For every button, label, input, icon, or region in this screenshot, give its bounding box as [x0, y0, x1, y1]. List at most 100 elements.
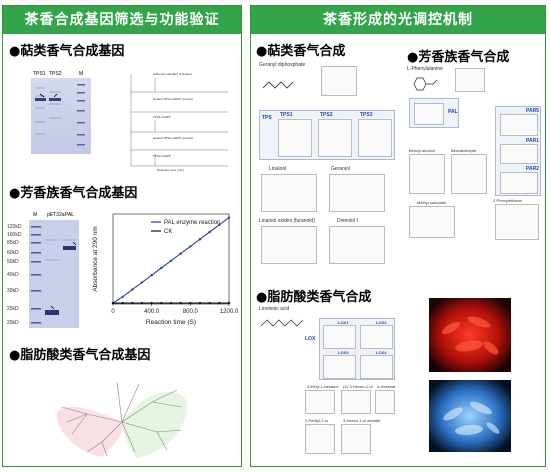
product-label: Linalool: [269, 166, 287, 172]
marker-label: 120kD: [7, 224, 22, 230]
substrate-label: Geranyl diphosphate: [259, 62, 306, 68]
series-point: [208, 230, 211, 234]
red-light-leaves-image: [429, 298, 511, 372]
bar-chart-thumb: [341, 424, 371, 454]
gene-label: TPS2: [320, 112, 333, 118]
product-label: 3-Hexenal: [377, 384, 396, 389]
gel-lane-label: M: [33, 212, 38, 218]
marker-label: 50kD: [7, 259, 19, 265]
gene-label: PAR2: [526, 166, 539, 172]
gc-chromatograms: Authentic standard of linalool Heated TP…: [113, 70, 233, 174]
series-point: [131, 301, 134, 305]
x-tick-label: 800.0: [183, 309, 199, 315]
blue-light-photo: [429, 380, 511, 452]
fatty-acid-pathway: Linolenic acid LOX LOX1 LOX2 LOX3 LOX4 3…: [257, 304, 397, 462]
chrom-x-label: Retention time (min): [157, 168, 185, 172]
bar-chart-thumb: [323, 355, 356, 379]
gene-expression-pane: PAL: [409, 98, 459, 128]
chrom-label: TPS1+GDPP: [153, 115, 171, 119]
series-point: [111, 301, 115, 305]
product-label: Dienolol I: [337, 218, 358, 224]
molecule-structure-icon: [413, 77, 438, 91]
legend-label: CK: [164, 229, 172, 235]
section-fatty-acid-genes-title: ●脂肪酸类香气合成基因: [9, 348, 151, 363]
bar-chart-thumb: [375, 390, 395, 414]
gene-label: LOX2: [376, 320, 387, 325]
gel-lane-label: TPS2: [49, 71, 62, 77]
chrom-label: TPS2+GDPP: [153, 154, 171, 158]
bar-chart-thumb: [305, 390, 335, 414]
series-point: [140, 281, 144, 284]
gc-chromatogram-traces: [130, 74, 228, 167]
chrom-label: Authentic standard of linalool: [153, 72, 192, 76]
series-point: [227, 216, 231, 219]
bar-chart-thumb: [409, 154, 445, 194]
marker-label: 100kD: [7, 232, 22, 238]
series-point: [218, 301, 221, 305]
bar-chart-thumb: [414, 103, 444, 125]
series-point: [189, 301, 192, 305]
product-label: Benzaldehyde: [451, 148, 477, 153]
gene-label: PAL: [448, 109, 458, 115]
gene-expression-pane: LOX1 LOX2 LOX3 LOX4: [319, 318, 395, 380]
product-label: Methyl salicylate: [417, 200, 447, 205]
gel-lane-label: M: [79, 71, 84, 77]
bar-chart-thumb: [323, 325, 356, 349]
bar-chart-thumb: [341, 390, 371, 414]
series-point: [150, 274, 153, 277]
gene-label: LOX1: [338, 320, 349, 325]
series-point: [179, 301, 182, 305]
gene-label: LOX: [305, 336, 316, 342]
series-point: [131, 288, 134, 291]
series-point: [121, 295, 124, 298]
section-terpene-synthesis-title: ●萜类香气合成: [256, 44, 346, 59]
series-point: [140, 301, 144, 305]
product-label: Linalool oxides (furanoid): [259, 218, 315, 224]
bar-chart-thumb: [278, 119, 312, 157]
series-point: [227, 301, 231, 305]
chrom-label: Heated TPS1+GDPP (control): [153, 97, 193, 101]
bar-chart-thumb: [321, 66, 357, 96]
series-point: [121, 301, 124, 305]
series-point: [160, 301, 163, 305]
substrate-label: Linolenic acid: [259, 306, 290, 312]
section-fatty-acid-synthesis-title: ●脂肪酸类香气合成: [256, 290, 372, 305]
bar-chart-thumb: [409, 206, 455, 238]
bar-chart-thumb: [500, 144, 538, 164]
y-axis-label: Absorbance at 290 nm: [92, 226, 99, 291]
blue-light-leaves-image: [429, 380, 511, 452]
x-tick-label: 0: [111, 309, 115, 315]
bar-chart-thumb: [500, 172, 538, 194]
series-point: [160, 266, 163, 270]
gel-lane-label: TPS1: [33, 71, 46, 77]
gene-label: TPS1: [280, 112, 293, 118]
sds-gel-tps: TPS1 TPS2 M: [31, 71, 91, 154]
gel-lane-label: pET32a: [47, 212, 65, 218]
marker-label: 40kD: [7, 272, 19, 278]
aromatic-pathway: L-Phenylalanine PAL PAR5 PAR1 PAR2 Benzy…: [405, 64, 543, 270]
bar-chart-thumb: [360, 325, 393, 349]
bar-chart-thumb: [495, 204, 539, 240]
product-label: 3-Hexen-1-ol acetate: [343, 418, 381, 423]
bar-chart-thumb: [305, 424, 335, 454]
marker-label: 20kD: [7, 320, 19, 326]
gene-label: PAR5: [526, 108, 539, 114]
x-tick-label: 400.0: [144, 309, 160, 315]
substrate-label: L-Phenylalanine: [407, 66, 443, 72]
gene-label: TPS3: [360, 112, 373, 118]
series-point: [198, 301, 202, 305]
marker-label: 25kD: [7, 306, 19, 312]
marker-label: 30kD: [7, 288, 19, 294]
molecule-structure-icon: [260, 319, 304, 327]
bar-chart-thumb: [329, 174, 385, 212]
product-label: 3-Ethyl-1-hexanol: [307, 384, 339, 389]
right-panel-header: 茶香形成的光调控机制: [251, 6, 545, 34]
series-point: [169, 259, 173, 262]
right-panel: 茶香形成的光调控机制 ●萜类香气合成 ●芳香族香气合成 Geranyl diph…: [250, 5, 546, 467]
series-point: [198, 238, 202, 241]
marker-label: 85kD: [7, 240, 19, 246]
bar-chart-thumb: [500, 114, 538, 136]
sds-gel-image: [31, 78, 91, 154]
chrom-label: Heated TPS2+GDPP (control): [153, 136, 193, 140]
